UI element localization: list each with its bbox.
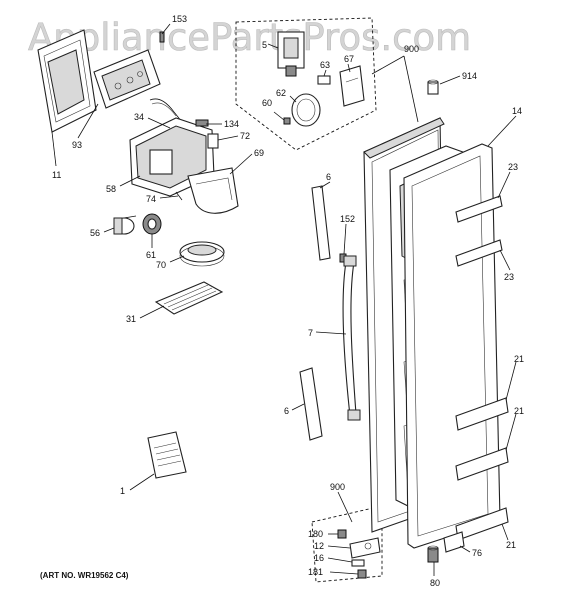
callout-134: 134: [224, 119, 239, 129]
callout-labels: 153 11 93 34 134 72 69 58 74 56 61 70 31…: [52, 14, 524, 588]
callout-76: 76: [472, 548, 482, 558]
callout-72: 72: [240, 131, 250, 141]
part-6-trim-upper: [311, 185, 331, 261]
callout-6-upper: 6: [326, 172, 331, 182]
part-180-screw: [337, 529, 347, 539]
callout-23-upper: 23: [508, 162, 518, 172]
part-181-screw: [357, 569, 367, 579]
callout-60: 60: [262, 98, 272, 108]
part-34-harness: [149, 98, 183, 123]
callout-181: 181: [308, 567, 323, 577]
part-16-washer: [351, 559, 365, 567]
callout-21-middle: 21: [514, 406, 524, 416]
callout-74: 74: [146, 194, 156, 204]
callout-11: 11: [52, 170, 61, 180]
callout-5: 5: [262, 40, 267, 50]
part-72-switch: [207, 133, 219, 149]
part-76-bracket: [443, 531, 465, 553]
callout-900-top: 900: [404, 44, 419, 54]
art-number: (ART NO. WR19562 C4): [40, 571, 129, 580]
part-61-motor: [142, 213, 162, 235]
callout-14: 14: [512, 106, 522, 116]
callout-69: 69: [254, 148, 264, 158]
part-5-valve: [277, 31, 305, 77]
part-67-bracket: [339, 65, 365, 107]
part-23-shelf-upper: [455, 195, 503, 223]
callout-16: 16: [314, 553, 324, 563]
part-1-manual: [147, 431, 187, 479]
callout-70: 70: [156, 260, 166, 270]
part-31-grille: [154, 281, 224, 315]
callout-93: 93: [72, 140, 82, 150]
callout-62: 62: [276, 88, 286, 98]
callout-31: 31: [126, 314, 136, 324]
part-56-solenoid: [113, 215, 137, 235]
callout-12: 12: [314, 541, 324, 551]
part-153-screw: [159, 31, 165, 43]
part-11-dispenser-frame: [37, 29, 97, 133]
watermark: AppliancePartsPros.com: [28, 16, 471, 59]
part-134-clip: [195, 119, 209, 127]
part-70-cap: [179, 241, 225, 267]
part-93-control-panel: [93, 49, 161, 109]
part-63-clip: [317, 75, 331, 85]
part-7-handle: [342, 255, 361, 421]
part-62-ring: [291, 93, 321, 127]
part-21-bin-upper: [455, 397, 509, 431]
leader-lines: [51, 23, 517, 576]
callout-900-bottom: 900: [330, 482, 345, 492]
part-23-shelf-lower: [455, 239, 503, 267]
callout-63: 63: [320, 60, 330, 70]
callout-1: 1: [120, 486, 125, 496]
callout-7: 7: [308, 328, 313, 338]
callout-23-lower: 23: [504, 272, 514, 282]
part-12-hinge: [349, 537, 381, 559]
callout-153: 153: [172, 14, 187, 24]
callout-58: 58: [106, 184, 116, 194]
part-60-screw: [283, 117, 291, 125]
hinge-assembly-box: [311, 505, 383, 583]
part-21-bin-middle: [455, 447, 509, 481]
callout-21-lower: 21: [506, 540, 516, 550]
callout-56: 56: [90, 228, 100, 238]
callout-914: 914: [462, 71, 477, 81]
part-74-pin: [175, 191, 183, 201]
callout-34: 34: [134, 112, 144, 122]
callout-80: 80: [430, 578, 440, 588]
callout-21-upper: 21: [514, 354, 524, 364]
callout-152: 152: [340, 214, 355, 224]
callout-180: 180: [308, 529, 323, 539]
part-914-cap: [427, 79, 439, 95]
callout-61: 61: [146, 250, 156, 260]
callout-67: 67: [344, 54, 354, 64]
part-69-flapper: [187, 167, 239, 214]
callout-6-lower: 6: [284, 406, 289, 416]
part-6-trim-lower: [299, 367, 323, 441]
part-80-stop: [427, 545, 439, 563]
